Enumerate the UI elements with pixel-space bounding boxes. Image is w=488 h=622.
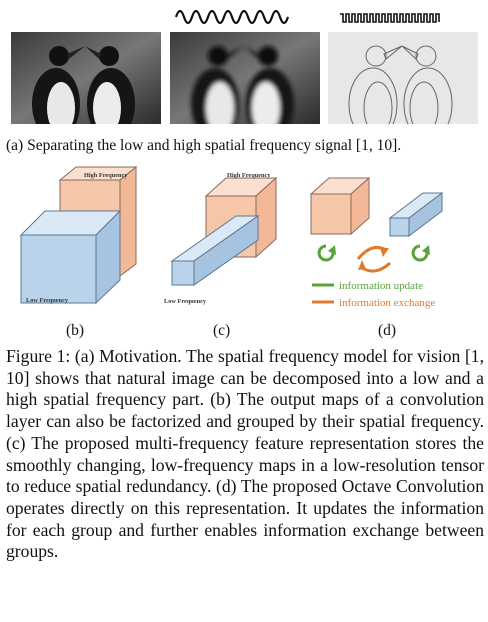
panel-d-low-frequency-block (388, 191, 444, 238)
panel-b-label: (b) (66, 322, 85, 339)
high-frequency-wave-icon (340, 13, 440, 23)
penguin-photo-original (11, 32, 161, 124)
information-exchange-arrows (356, 246, 392, 273)
panel-b-high-label: High Frequency (84, 172, 128, 179)
panel-c-label: (c) (213, 322, 231, 339)
waveform-icons (174, 9, 440, 25)
figure-caption: Figure 1: (a) Motivation. The spatial fr… (6, 346, 484, 563)
panel-c-high-label: High Frequency (227, 172, 271, 179)
panel-c-low-label: Low Frequency (164, 298, 207, 305)
penguin-photo-low-frequency (170, 32, 320, 124)
legend-update-label: information update (339, 280, 423, 292)
low-frequency-wave-icon (174, 9, 290, 25)
panel-b-low-label: Low Frequency (26, 297, 69, 304)
information-update-arrow-right (411, 244, 430, 262)
panel-c-low-frequency-block (170, 215, 260, 286)
panel-d-high-frequency-block (309, 176, 371, 236)
panel-a-caption: (a) Separating the low and high spatial … (6, 137, 402, 154)
figure-caption-text: Figure 1: (a) Motivation. The spatial fr… (6, 346, 484, 562)
penguin-photo-high-frequency (328, 32, 478, 124)
panel-b-low-frequency-block (19, 209, 122, 305)
panel-d-label: (d) (378, 322, 397, 339)
legend-exchange-label: information exchange (339, 297, 435, 309)
information-update-arrow-left (317, 244, 336, 262)
frequency-diagram: High Frequency Low Frequency High Freque… (19, 165, 444, 309)
